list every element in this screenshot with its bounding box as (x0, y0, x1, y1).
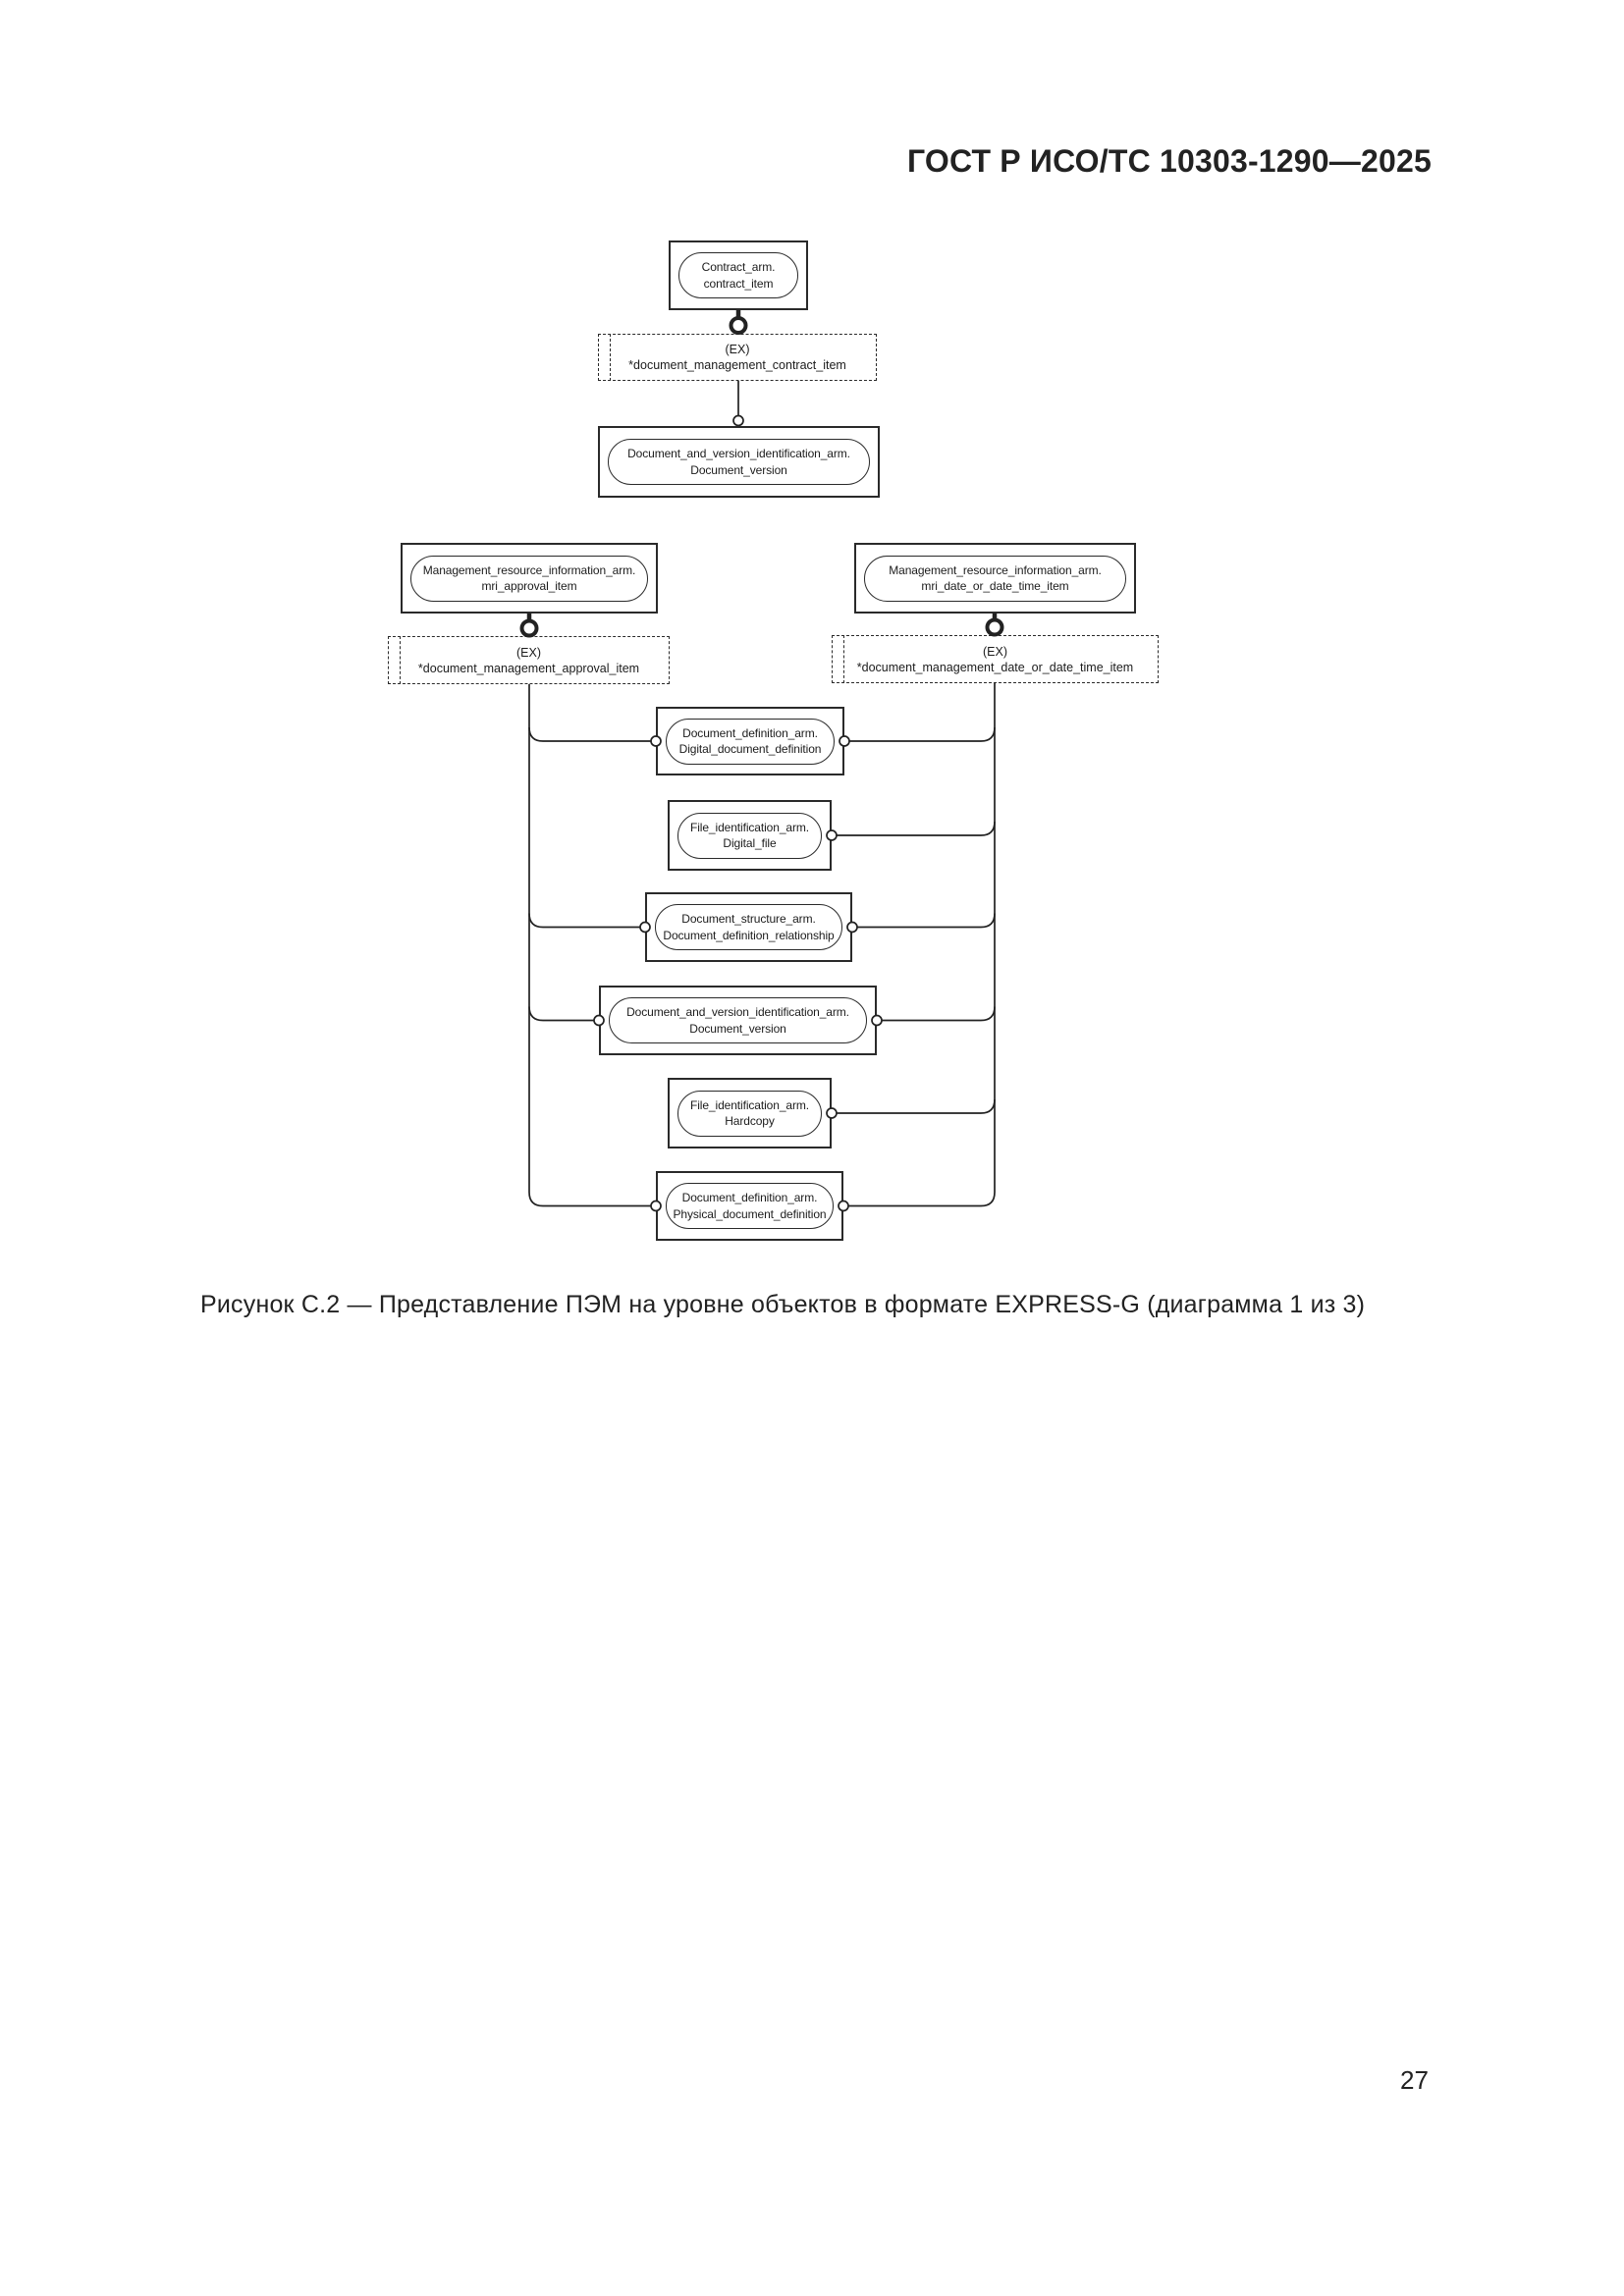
pageref-name: *document_management_approval_item (417, 661, 640, 675)
entity-label-line2: Digital_document_definition (678, 742, 822, 756)
entity-label-line2: mri_approval_item (481, 579, 577, 593)
entity-physical-document-definition-label: Document_definition_arm. Physical_docume… (666, 1183, 834, 1229)
entity-label-line2: Physical_document_definition (673, 1206, 827, 1221)
entity-document-version: Document_and_version_identification_arm.… (599, 986, 877, 1055)
entity-hardcopy-label: File_identification_arm. Hardcopy (677, 1090, 822, 1137)
pageref-document-management-contract-item: (EX) *document_management_contract_item (598, 334, 877, 381)
pageref-name: *document_management_date_or_date_time_i… (856, 660, 1134, 674)
pageref-document-management-approval-item: (EX) *document_management_approval_item (388, 636, 670, 684)
entity-label-line1: Document_and_version_identification_arm. (626, 1005, 849, 1019)
entity-document-version-label: Document_and_version_identification_arm.… (609, 997, 867, 1043)
circle-connector (732, 414, 744, 427)
entity-label-line1: Management_resource_information_arm. (422, 562, 636, 577)
entity-contract-item: Contract_arm. contract_item (669, 240, 808, 310)
right-branch-hardcopy (837, 1098, 996, 1114)
entity-document-version-top: Document_and_version_identification_arm.… (598, 426, 880, 498)
entity-document-definition-relationship-label: Document_structure_arm. Document_definit… (655, 904, 842, 950)
bold-circle-connector (729, 316, 748, 335)
bold-circle-connector (519, 618, 539, 638)
page-number: 27 (1400, 2065, 1429, 2095)
entity-mri-date-or-date-time-item-label: Management_resource_information_arm. mri… (864, 555, 1126, 602)
entity-label-line2: Hardcopy (725, 1114, 775, 1128)
entity-digital-document-definition: Document_definition_arm. Digital_documen… (656, 707, 844, 775)
entity-label-line1: Contract_arm. (701, 260, 776, 274)
page-header: ГОСТ Р ИСО/ТС 10303-1290—2025 (906, 143, 1432, 179)
right-branch-document-definition-relationship (857, 913, 996, 929)
entity-label-line1: File_identification_arm. (690, 1097, 809, 1112)
entity-label-line2: Document_version (689, 1021, 786, 1036)
entity-label-line2: contract_item (703, 276, 774, 291)
entity-digital-file-label: File_identification_arm. Digital_file (677, 812, 822, 859)
entity-label-line2: Document_definition_relationship (663, 928, 835, 942)
pageref-left-divider (400, 636, 401, 684)
left-branch-document-version (528, 1006, 594, 1022)
entity-label-line2: mri_date_or_date_time_item (921, 579, 1069, 593)
entity-label-line1: Document_and_version_identification_arm. (627, 447, 850, 460)
bold-circle-connector (985, 617, 1004, 637)
left-branch-digital-document-definition (528, 726, 651, 742)
entity-mri-date-or-date-time-item: Management_resource_information_arm. mri… (854, 543, 1136, 614)
entity-document-version-top-label: Document_and_version_identification_arm.… (608, 439, 870, 485)
left-branch-document-definition-relationship (528, 913, 640, 929)
entity-digital-document-definition-label: Document_definition_arm. Digital_documen… (666, 718, 835, 765)
entity-label-line2: Digital_file (723, 836, 777, 850)
entity-label-line2: Document_version (690, 462, 787, 477)
entity-digital-file: File_identification_arm. Digital_file (668, 800, 832, 871)
entity-mri-approval-item: Management_resource_information_arm. mri… (401, 543, 658, 614)
pageref-tag: (EX) (983, 644, 1007, 659)
figure-caption: Рисунок С.2 — Представление ПЭМ на уровн… (200, 1291, 1366, 1318)
right-rail (848, 683, 996, 1207)
entity-label-line1: Document_definition_arm. (681, 1191, 818, 1204)
entity-label-line1: Document_definition_arm. (682, 725, 818, 740)
right-branch-digital-document-definition (849, 726, 996, 742)
entity-hardcopy: File_identification_arm. Hardcopy (668, 1078, 832, 1148)
pageref-tag: (EX) (725, 343, 750, 356)
left-rail (528, 684, 651, 1207)
pageref-tag: (EX) (516, 645, 541, 660)
entity-contract-item-label: Contract_arm. contract_item (678, 252, 798, 298)
entity-document-definition-relationship: Document_structure_arm. Document_definit… (645, 892, 852, 962)
entity-label-line1: Document_structure_arm. (681, 912, 816, 926)
entity-label-line1: Management_resource_information_arm. (889, 562, 1102, 577)
entity-physical-document-definition: Document_definition_arm. Physical_docume… (656, 1171, 843, 1241)
entity-mri-approval-item-label: Management_resource_information_arm. mri… (410, 555, 648, 602)
right-branch-document-version (882, 1006, 996, 1022)
pageref-left-divider (610, 334, 611, 381)
pageref-left-divider (843, 635, 844, 683)
pageref-name: *document_management_contract_item (628, 358, 846, 372)
entity-label-line1: File_identification_arm. (690, 820, 809, 834)
pageref-document-management-date-or-date-time-item: (EX) *document_management_date_or_date_t… (832, 635, 1159, 683)
right-branch-digital-file (837, 821, 996, 836)
